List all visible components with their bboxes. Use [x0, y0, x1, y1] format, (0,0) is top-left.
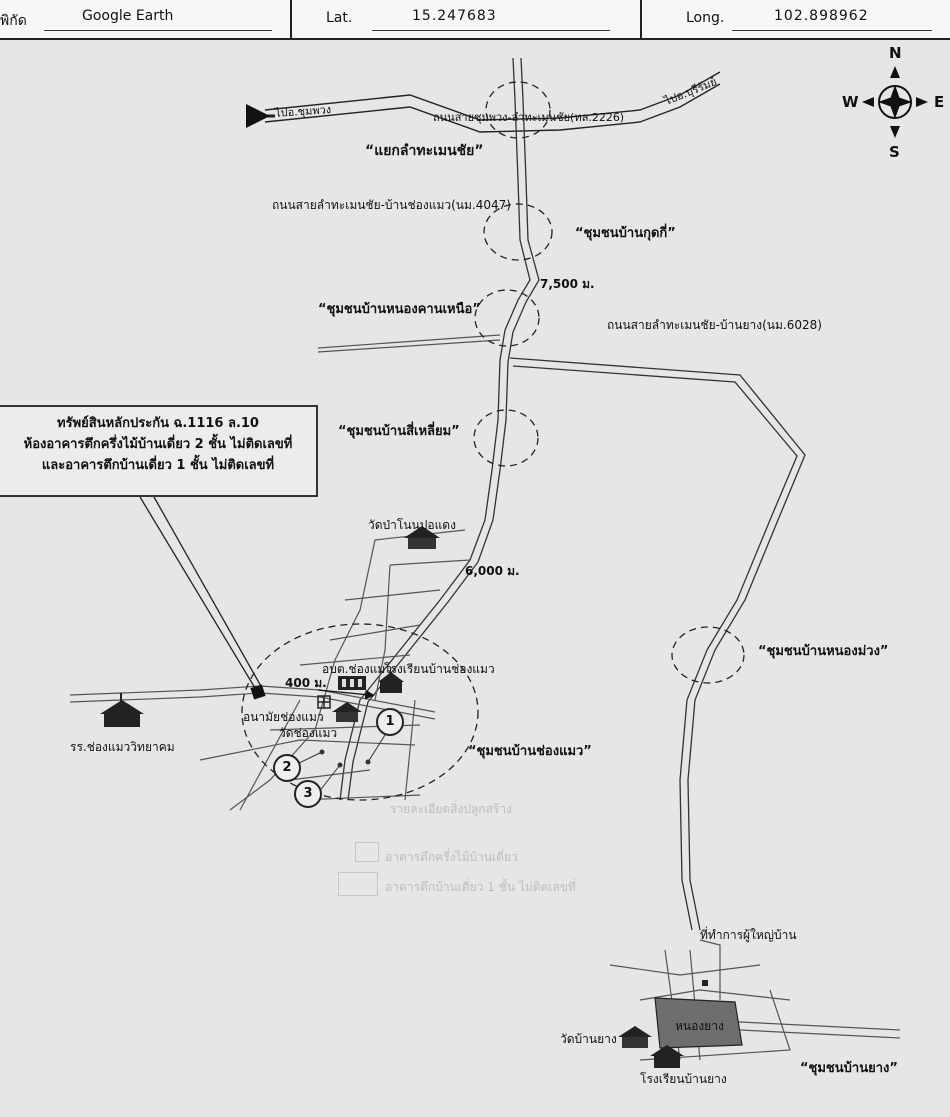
- school-icon: [378, 672, 404, 693]
- header-divider: [640, 0, 642, 38]
- callout-pointer: [139, 496, 263, 689]
- property-marker-3: 3: [294, 780, 322, 808]
- nongyang-label: หนองยาง: [675, 1019, 724, 1033]
- compass-w: W: [842, 93, 859, 111]
- long-underline: [732, 30, 932, 31]
- distance-6000: 6,000 ม.: [465, 564, 520, 578]
- obt-label: อบต.ช่องแมว: [322, 662, 393, 676]
- collateral-callout: ทรัพย์สินหลักประกัน ฉ.1116 ล.10 ห้องอาคา…: [0, 405, 318, 497]
- lat-underline: [372, 30, 610, 31]
- wat-nonpodaeng-label: วัดป่าโนนปอแดง: [368, 518, 456, 532]
- school-icon: [650, 1045, 684, 1068]
- school-chongmaew-label: โรงเรียนบ้านช่องแมว: [384, 662, 495, 676]
- coordinates-header: พิกัด Google Earth Lat. 15.247683 Long. …: [0, 0, 950, 40]
- nongmuang-label: “ชุมชนบ้านหนองม่วง”: [758, 644, 889, 659]
- headman-office-marker: [702, 980, 708, 986]
- junction-label: “แยกลำทะเมนชัย”: [365, 143, 484, 159]
- side-roads: [69, 334, 901, 1061]
- faded-legend-box-2: [338, 872, 378, 896]
- lat-label: Lat.: [326, 10, 353, 26]
- compass-rose: [862, 66, 928, 138]
- chongmaew-label: “ชุมชนบ้านช่องแมว”: [468, 744, 592, 759]
- health-center-icon: [317, 695, 331, 709]
- faded-legend-box-1: [355, 842, 379, 862]
- community-circles: [241, 81, 745, 801]
- kutkhi-label: “ชุมชนบ้านกุดกี่”: [575, 226, 676, 241]
- lat-value: 15.247683: [412, 8, 497, 24]
- headman-office-label: ที่ทำการผู้ใหญ่บ้าน: [700, 928, 797, 942]
- long-label: Long.: [686, 10, 725, 26]
- map-canvas: [69, 57, 928, 1068]
- coord-source: Google Earth: [82, 8, 174, 24]
- road-6028: [509, 357, 806, 931]
- compass-s: S: [889, 143, 900, 161]
- long-value: 102.898962: [774, 8, 869, 24]
- compass-e: E: [934, 93, 945, 111]
- obt-building-icon: [338, 676, 366, 690]
- road-6028-label: ถนนสายลำทะเมนชัย-บ้านยาง(นม.6028): [607, 318, 822, 332]
- wat-banyang-label: วัดบ้านยาง: [560, 1032, 617, 1046]
- faded-legend-item-2: อาคารตึกบ้านเดี่ยว 1 ชั้น ไม่ติดเลขที่: [385, 880, 576, 894]
- road-4047-label: ถนนสายลำทะเมนชัย-บ้านช่องแมว(นม.4047): [272, 198, 511, 212]
- property-marker-1: 1: [376, 708, 404, 736]
- coord-label: พิกัด: [0, 13, 27, 29]
- school-wittayakhom-label: รร.ช่องแมววิทยาคม: [70, 740, 175, 754]
- school-icon: [100, 693, 144, 727]
- temple-icon: [404, 526, 440, 549]
- callout-line-1: ทรัพย์สินหลักประกัน ฉ.1116 ล.10: [57, 416, 259, 431]
- distance-7500: 7,500 ม.: [540, 277, 595, 291]
- compass-n: N: [889, 44, 902, 62]
- nongkhan-label: “ชุมชนบ้านหนองคานเหนือ”: [318, 302, 481, 317]
- nongyang-pond: [654, 997, 743, 1049]
- temple-icon: [332, 702, 362, 722]
- property-marker-2: 2: [273, 754, 301, 782]
- callout-line-3: และอาคารตึกบ้านเดี่ยว 1 ชั้น ไม่ติดเลขที…: [41, 458, 275, 473]
- callout-line-2: ห้องอาคารตึกครึ่งไม้บ้านเดี่ยว 2 ชั้น ไม…: [23, 437, 293, 452]
- banyang-label: “ชุมชนบ้านยาง”: [800, 1061, 898, 1076]
- faded-legend-item-1: อาคารตึกครึ่งไม้บ้านเดี่ยว: [385, 850, 518, 864]
- school-banyang-label: โรงเรียนบ้านยาง: [640, 1072, 727, 1086]
- health-center-label: อนามัยช่องแมว: [243, 710, 324, 724]
- property-marker: [250, 684, 266, 700]
- main-highway: [246, 71, 721, 133]
- silieam-label: “ชุมชนบ้านสี่เหลี่ยม”: [338, 424, 460, 439]
- temple-icon: [618, 1026, 652, 1048]
- header-divider: [290, 0, 292, 38]
- faded-legend-title: รายละเอียดสิ่งปลูกสร้าง: [390, 802, 512, 816]
- coord-underline: [44, 30, 272, 31]
- main-road-label: ถนนสายชุมพวง-ลำทะเมนชัย(ทล.2226): [433, 111, 625, 124]
- road-4047: [339, 57, 540, 801]
- distance-400: 400 ม.: [285, 676, 327, 690]
- wat-chongmaew-label: วัดช่องแมว: [279, 726, 338, 740]
- distance-pointer: [317, 689, 375, 700]
